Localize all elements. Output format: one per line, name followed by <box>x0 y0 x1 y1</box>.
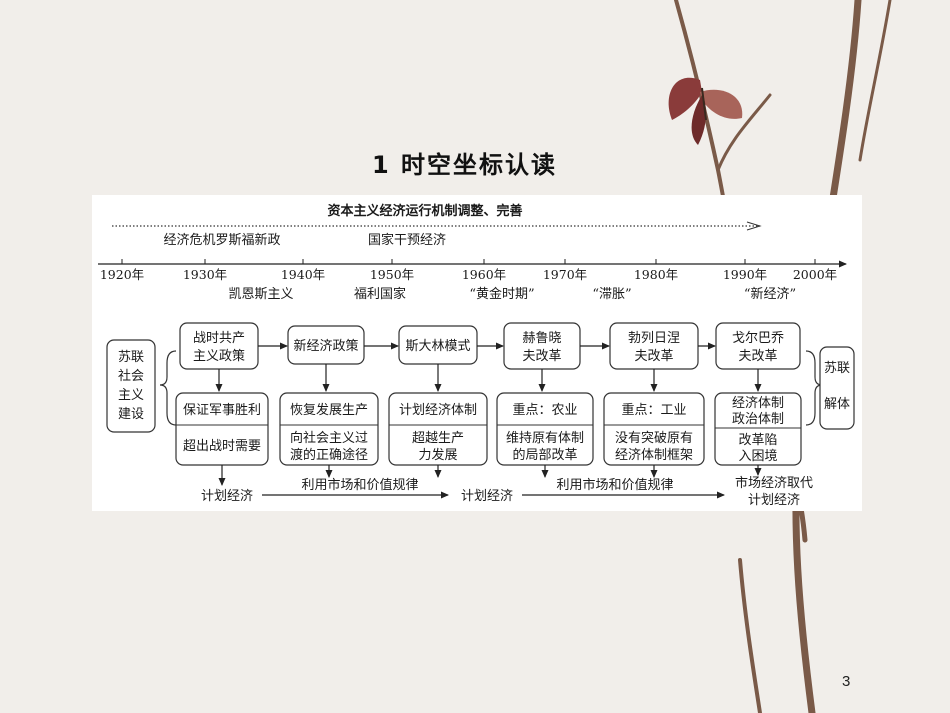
flow-arrow-1-label: 利用市场和价值规律 <box>301 477 418 493</box>
year-1970: 1970年 <box>543 267 587 282</box>
content-bottom-2-line1: 向社会主义过 <box>290 430 368 446</box>
lower-event-stagflation: “滞胀” <box>592 287 631 302</box>
policy-2-label: 新经济政策 <box>293 338 358 354</box>
policy-4-line1: 赫鲁晓 <box>522 331 561 346</box>
right-label-line2: 解体 <box>824 397 850 412</box>
content-top-4: 重点：农业 <box>512 402 577 418</box>
policy-6-line1: 戈尔巴乔 <box>732 331 784 346</box>
content-bottom-3-line1: 超越生产 <box>412 431 464 446</box>
soviet-construction-box <box>106 339 156 433</box>
top-band-label: 资本主义经济运行机制调整、完善 <box>327 203 522 219</box>
lower-event-new-economy: “新经济” <box>744 286 796 302</box>
top-band-arrow-icon <box>746 221 762 231</box>
timeline-diagram: 资本主义经济运行机制调整、完善 经济危机罗斯福新政 国家干预经济 1920年 1… <box>92 195 862 511</box>
content-bottom-1: 超出战时需要 <box>183 439 261 454</box>
flow-stage-3-line2: 计划经济 <box>748 493 800 508</box>
content-bottom-4-line1: 维持原有体制 <box>506 431 584 446</box>
content-top-2: 恢复发展生产 <box>290 402 368 418</box>
year-1990: 1990年 <box>723 267 767 282</box>
policy-6-line2: 夫改革 <box>738 349 777 364</box>
flow-stage-3-line1: 市场经济取代 <box>735 475 813 491</box>
lower-event-keynes: 凯恩斯主义 <box>228 287 293 302</box>
content-bottom-5-line2: 经济体制框架 <box>615 448 693 463</box>
flow-arrow-2-label: 利用市场和价值规律 <box>556 477 673 493</box>
content-bottom-6-line1: 改革陷 <box>738 433 777 448</box>
slide-title: 1 时空坐标认读 <box>372 151 558 179</box>
policy-1-line1: 战时共产 <box>193 331 245 346</box>
page-number: 3 <box>842 673 851 690</box>
flow-stage-1: 计划经济 <box>201 489 253 504</box>
left-label-line4: 建设 <box>118 407 144 422</box>
policy-5-line2: 夫改革 <box>634 349 673 364</box>
left-label-line3: 主义 <box>118 388 144 403</box>
left-brace <box>159 350 177 426</box>
upper-event-1: 经济危机罗斯福新政 <box>163 232 280 248</box>
year-1930: 1930年 <box>183 267 227 282</box>
year-1920: 1920年 <box>100 267 144 282</box>
content-top-3: 计划经济体制 <box>399 403 477 418</box>
right-label-line1: 苏联 <box>824 360 850 376</box>
diagram-canvas: 资本主义经济运行机制调整、完善 经济危机罗斯福新政 国家干预经济 1920年 1… <box>98 203 855 508</box>
content-bottom-4-line2: 的局部改革 <box>512 447 577 463</box>
content-bottom-3-line2: 力发展 <box>418 447 457 463</box>
policy-4-line2: 夫改革 <box>522 349 561 364</box>
year-1980: 1980年 <box>634 267 678 282</box>
left-label-line1: 苏联 <box>118 349 144 365</box>
flow-stage-2: 计划经济 <box>461 489 513 504</box>
policy-1-line2: 主义政策 <box>193 348 245 364</box>
policy-3-label: 斯大林模式 <box>405 339 470 354</box>
year-1950: 1950年 <box>370 267 414 282</box>
content-bottom-6-line2: 入困境 <box>738 449 777 464</box>
year-2000: 2000年 <box>793 267 837 282</box>
upper-event-2: 国家干预经济 <box>368 232 446 248</box>
butterfly-icon <box>668 77 743 145</box>
year-1940: 1940年 <box>281 267 325 282</box>
soviet-collapse-box <box>819 346 855 430</box>
lower-event-welfare: 福利国家 <box>354 286 406 302</box>
content-top-1: 保证军事胜利 <box>183 403 261 418</box>
left-label-line2: 社会 <box>118 368 144 384</box>
content-bottom-2-line2: 渡的正确途径 <box>290 447 368 463</box>
lower-event-golden-age: “黄金时期” <box>469 286 534 302</box>
year-1960: 1960年 <box>462 267 506 282</box>
content-top-5: 重点：工业 <box>621 402 686 418</box>
content-top-6-line2: 政治体制 <box>732 412 784 427</box>
content-bottom-5-line1: 没有突破原有 <box>615 430 693 446</box>
policy-5-line1: 勃列日涅 <box>628 331 680 346</box>
content-top-6-line1: 经济体制 <box>732 396 784 411</box>
